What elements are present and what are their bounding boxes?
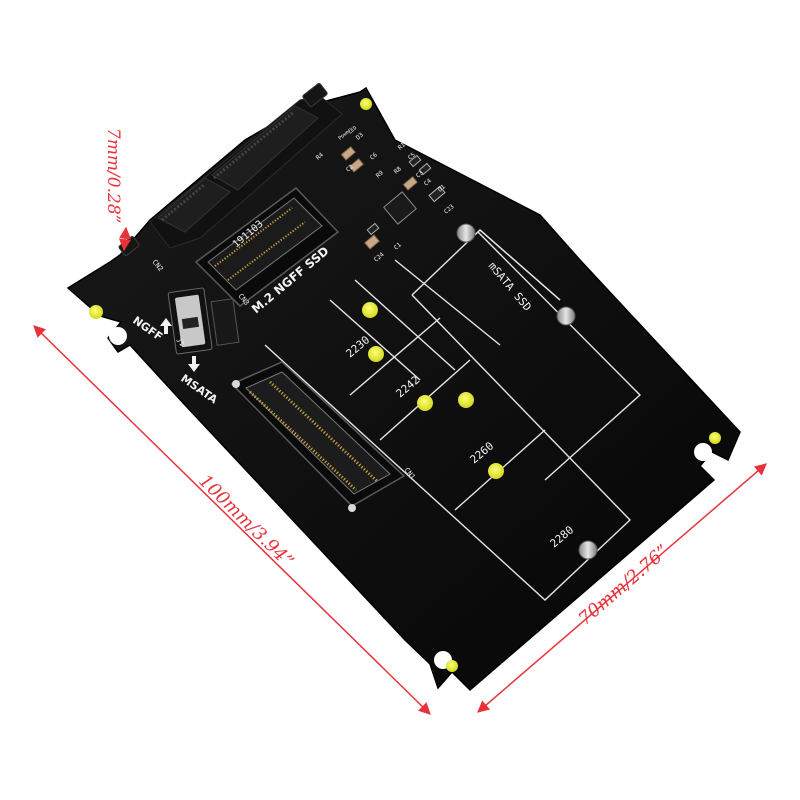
mount-notch [109, 327, 127, 345]
capacitor [364, 234, 380, 250]
m2-ngff-connector [194, 187, 340, 307]
resistor [366, 222, 380, 236]
ref-label: R4 [315, 151, 325, 161]
ref-label: LED [347, 125, 358, 135]
mount-notch [694, 443, 712, 461]
ref-label: D3 [355, 131, 365, 141]
capacitor [402, 176, 418, 191]
ic-chip [383, 191, 417, 225]
pad [89, 305, 103, 319]
capacitor [340, 146, 356, 161]
standoff-screw [556, 306, 576, 326]
pad [458, 392, 474, 408]
ref-label: D1 [437, 183, 447, 193]
thickness-label: 7mm/0.28” [103, 128, 123, 223]
standoff-screw [578, 540, 598, 560]
ref-label: C2 [345, 163, 355, 173]
pad [709, 432, 721, 444]
pad [362, 302, 378, 318]
ref-label: C5 [407, 151, 417, 161]
ref-label: C4 [423, 177, 433, 187]
ref-label: R9 [375, 169, 385, 179]
pad [417, 395, 433, 411]
ref-label: C3 [415, 169, 425, 179]
ref-label: C1 [393, 241, 403, 251]
resistor [408, 154, 422, 168]
capacitor [348, 158, 364, 173]
resistor [418, 162, 432, 176]
standoff-screw [456, 223, 476, 243]
pad [446, 660, 458, 672]
ref-label: R8 [393, 165, 403, 175]
smd-components [340, 146, 446, 250]
pad [488, 463, 504, 479]
width-arrow [477, 463, 767, 713]
ref-label: C6 [369, 151, 379, 161]
pad [368, 346, 384, 362]
sata-connector [118, 83, 343, 256]
pad [360, 98, 372, 110]
length-arrow [33, 325, 431, 715]
thickness-arrow [119, 226, 131, 252]
adapter-board: M.2 NGFF SSD mSATA SSD 191103 NGFF MSATA… [66, 83, 741, 692]
diode [428, 185, 446, 203]
